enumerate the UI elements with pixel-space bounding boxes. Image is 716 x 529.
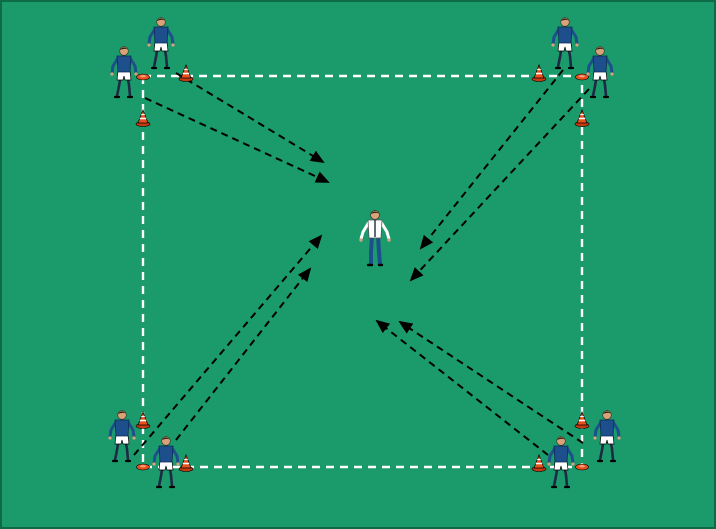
disc-top-left (137, 74, 150, 80)
disc-bottom-left (137, 464, 150, 470)
disc-bottom-right (576, 464, 589, 470)
disc-top-right (576, 74, 589, 80)
